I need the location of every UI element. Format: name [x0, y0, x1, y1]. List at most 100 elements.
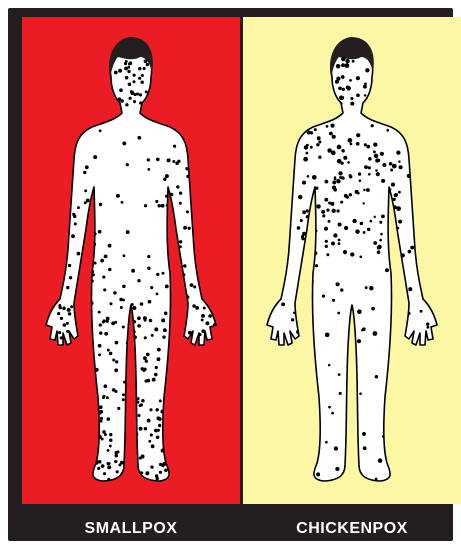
- smallpox-spot: [208, 314, 212, 318]
- chickenpox-spot: [338, 86, 342, 90]
- smallpox-spot: [112, 359, 115, 362]
- chickenpox-spot: [359, 179, 362, 182]
- chickenpox-spot: [332, 299, 335, 302]
- chickenpox-spot: [341, 75, 345, 79]
- chickenpox-spot: [328, 406, 331, 409]
- chickenpox-spot: [375, 158, 379, 162]
- chickenpox-spot: [367, 228, 370, 231]
- smallpox-spot: [146, 63, 149, 66]
- smallpox-spot: [186, 175, 189, 178]
- smallpox-spot: [188, 331, 192, 335]
- smallpox-spot: [84, 189, 87, 192]
- smallpox-spot: [83, 171, 86, 174]
- chickenpox-spot: [316, 472, 320, 476]
- smallpox-spot: [107, 349, 110, 352]
- chickenpox-spot: [347, 86, 351, 90]
- chickenpox-spot: [307, 175, 310, 178]
- chickenpox-spot: [340, 96, 344, 100]
- chickenpox-spot: [344, 226, 348, 230]
- smallpox-spot: [156, 158, 160, 162]
- smallpox-spot: [106, 396, 109, 399]
- chickenpox-spot: [348, 138, 353, 143]
- smallpox-spot: [150, 433, 153, 436]
- chickenpox-spot: [359, 392, 362, 395]
- smallpox-spot: [157, 357, 161, 361]
- smallpox-spot: [113, 291, 117, 295]
- smallpox-spot: [139, 404, 142, 407]
- smallpox-spot: [179, 240, 182, 243]
- smallpox-spot: [68, 312, 72, 316]
- smallpox-spot: [136, 93, 139, 96]
- smallpox-spot: [107, 449, 110, 452]
- chickenpox-spot: [321, 210, 325, 214]
- smallpox-spot: [149, 319, 153, 323]
- smallpox-spot: [126, 163, 129, 166]
- smallpox-spot: [128, 97, 131, 100]
- smallpox-spot: [139, 93, 142, 96]
- smallpox-spot: [139, 457, 142, 460]
- chickenpox-spot: [426, 326, 429, 329]
- smallpox-spot: [172, 160, 175, 163]
- smallpox-spot: [133, 100, 136, 103]
- chickenpox-spot: [389, 162, 393, 166]
- chickenpox-spot: [366, 188, 370, 192]
- smallpox-spot: [145, 471, 149, 475]
- chickenpox-spot: [396, 150, 400, 154]
- chickenpox-spot: [352, 60, 355, 63]
- smallpox-spot: [66, 286, 69, 289]
- smallpox-spot: [155, 366, 158, 369]
- smallpox-spot: [124, 62, 127, 65]
- chickenpox-spot: [342, 88, 345, 91]
- smallpox-spot: [116, 450, 119, 453]
- smallpox-spot: [140, 302, 144, 306]
- chickenpox-spot: [302, 181, 306, 185]
- smallpox-spot: [128, 63, 131, 66]
- chickenpox-spot: [378, 458, 383, 463]
- chickenpox-spot: [328, 364, 331, 367]
- chickenpox-spot: [330, 124, 334, 128]
- smallpox-spot: [162, 335, 165, 338]
- chickenpox-spot: [364, 165, 368, 169]
- smallpox-figure: [22, 17, 240, 504]
- chickenpox-spot: [398, 191, 401, 194]
- smallpox-spot: [203, 307, 206, 310]
- smallpox-spot: [156, 293, 159, 296]
- chickenpox-spot: [326, 125, 329, 128]
- smallpox-spot: [201, 329, 205, 333]
- smallpox-spot: [131, 91, 135, 95]
- smallpox-spot: [86, 198, 90, 202]
- smallpox-spot: [151, 444, 155, 448]
- smallpox-spot: [103, 384, 107, 388]
- smallpox-spot: [114, 368, 118, 372]
- smallpox-spot: [104, 332, 108, 336]
- smallpox-spot: [100, 259, 104, 263]
- smallpox-spot: [199, 333, 202, 336]
- smallpox-spot: [150, 465, 153, 468]
- smallpox-spot: [118, 69, 122, 73]
- smallpox-spot: [116, 470, 119, 473]
- chickenpox-spot: [363, 85, 367, 89]
- smallpox-spot: [162, 272, 165, 275]
- smallpox-spot: [60, 336, 63, 339]
- smallpox-spot: [125, 76, 129, 80]
- smallpox-spot: [131, 303, 134, 306]
- chickenpox-spot: [350, 252, 354, 256]
- chickenpox-spot: [380, 233, 383, 236]
- smallpox-spot: [146, 353, 150, 357]
- smallpox-spot: [102, 276, 105, 279]
- chickenpox-spot: [408, 287, 412, 291]
- smallpox-spot: [186, 210, 189, 213]
- smallpox-spot: [141, 74, 144, 77]
- smallpox-spot: [98, 353, 101, 356]
- smallpox-spot: [162, 462, 166, 466]
- smallpox-spot: [144, 59, 148, 63]
- chickenpox-spot: [365, 68, 369, 72]
- smallpox-spot: [147, 158, 150, 161]
- smallpox-spot: [144, 336, 147, 339]
- chickenpox-spot: [338, 373, 341, 376]
- smallpox-spot: [66, 330, 69, 333]
- smallpox-spot: [164, 469, 168, 473]
- chickenpox-spot: [368, 173, 371, 176]
- chickenpox-spot: [349, 79, 352, 82]
- smallpox-spot: [122, 398, 125, 401]
